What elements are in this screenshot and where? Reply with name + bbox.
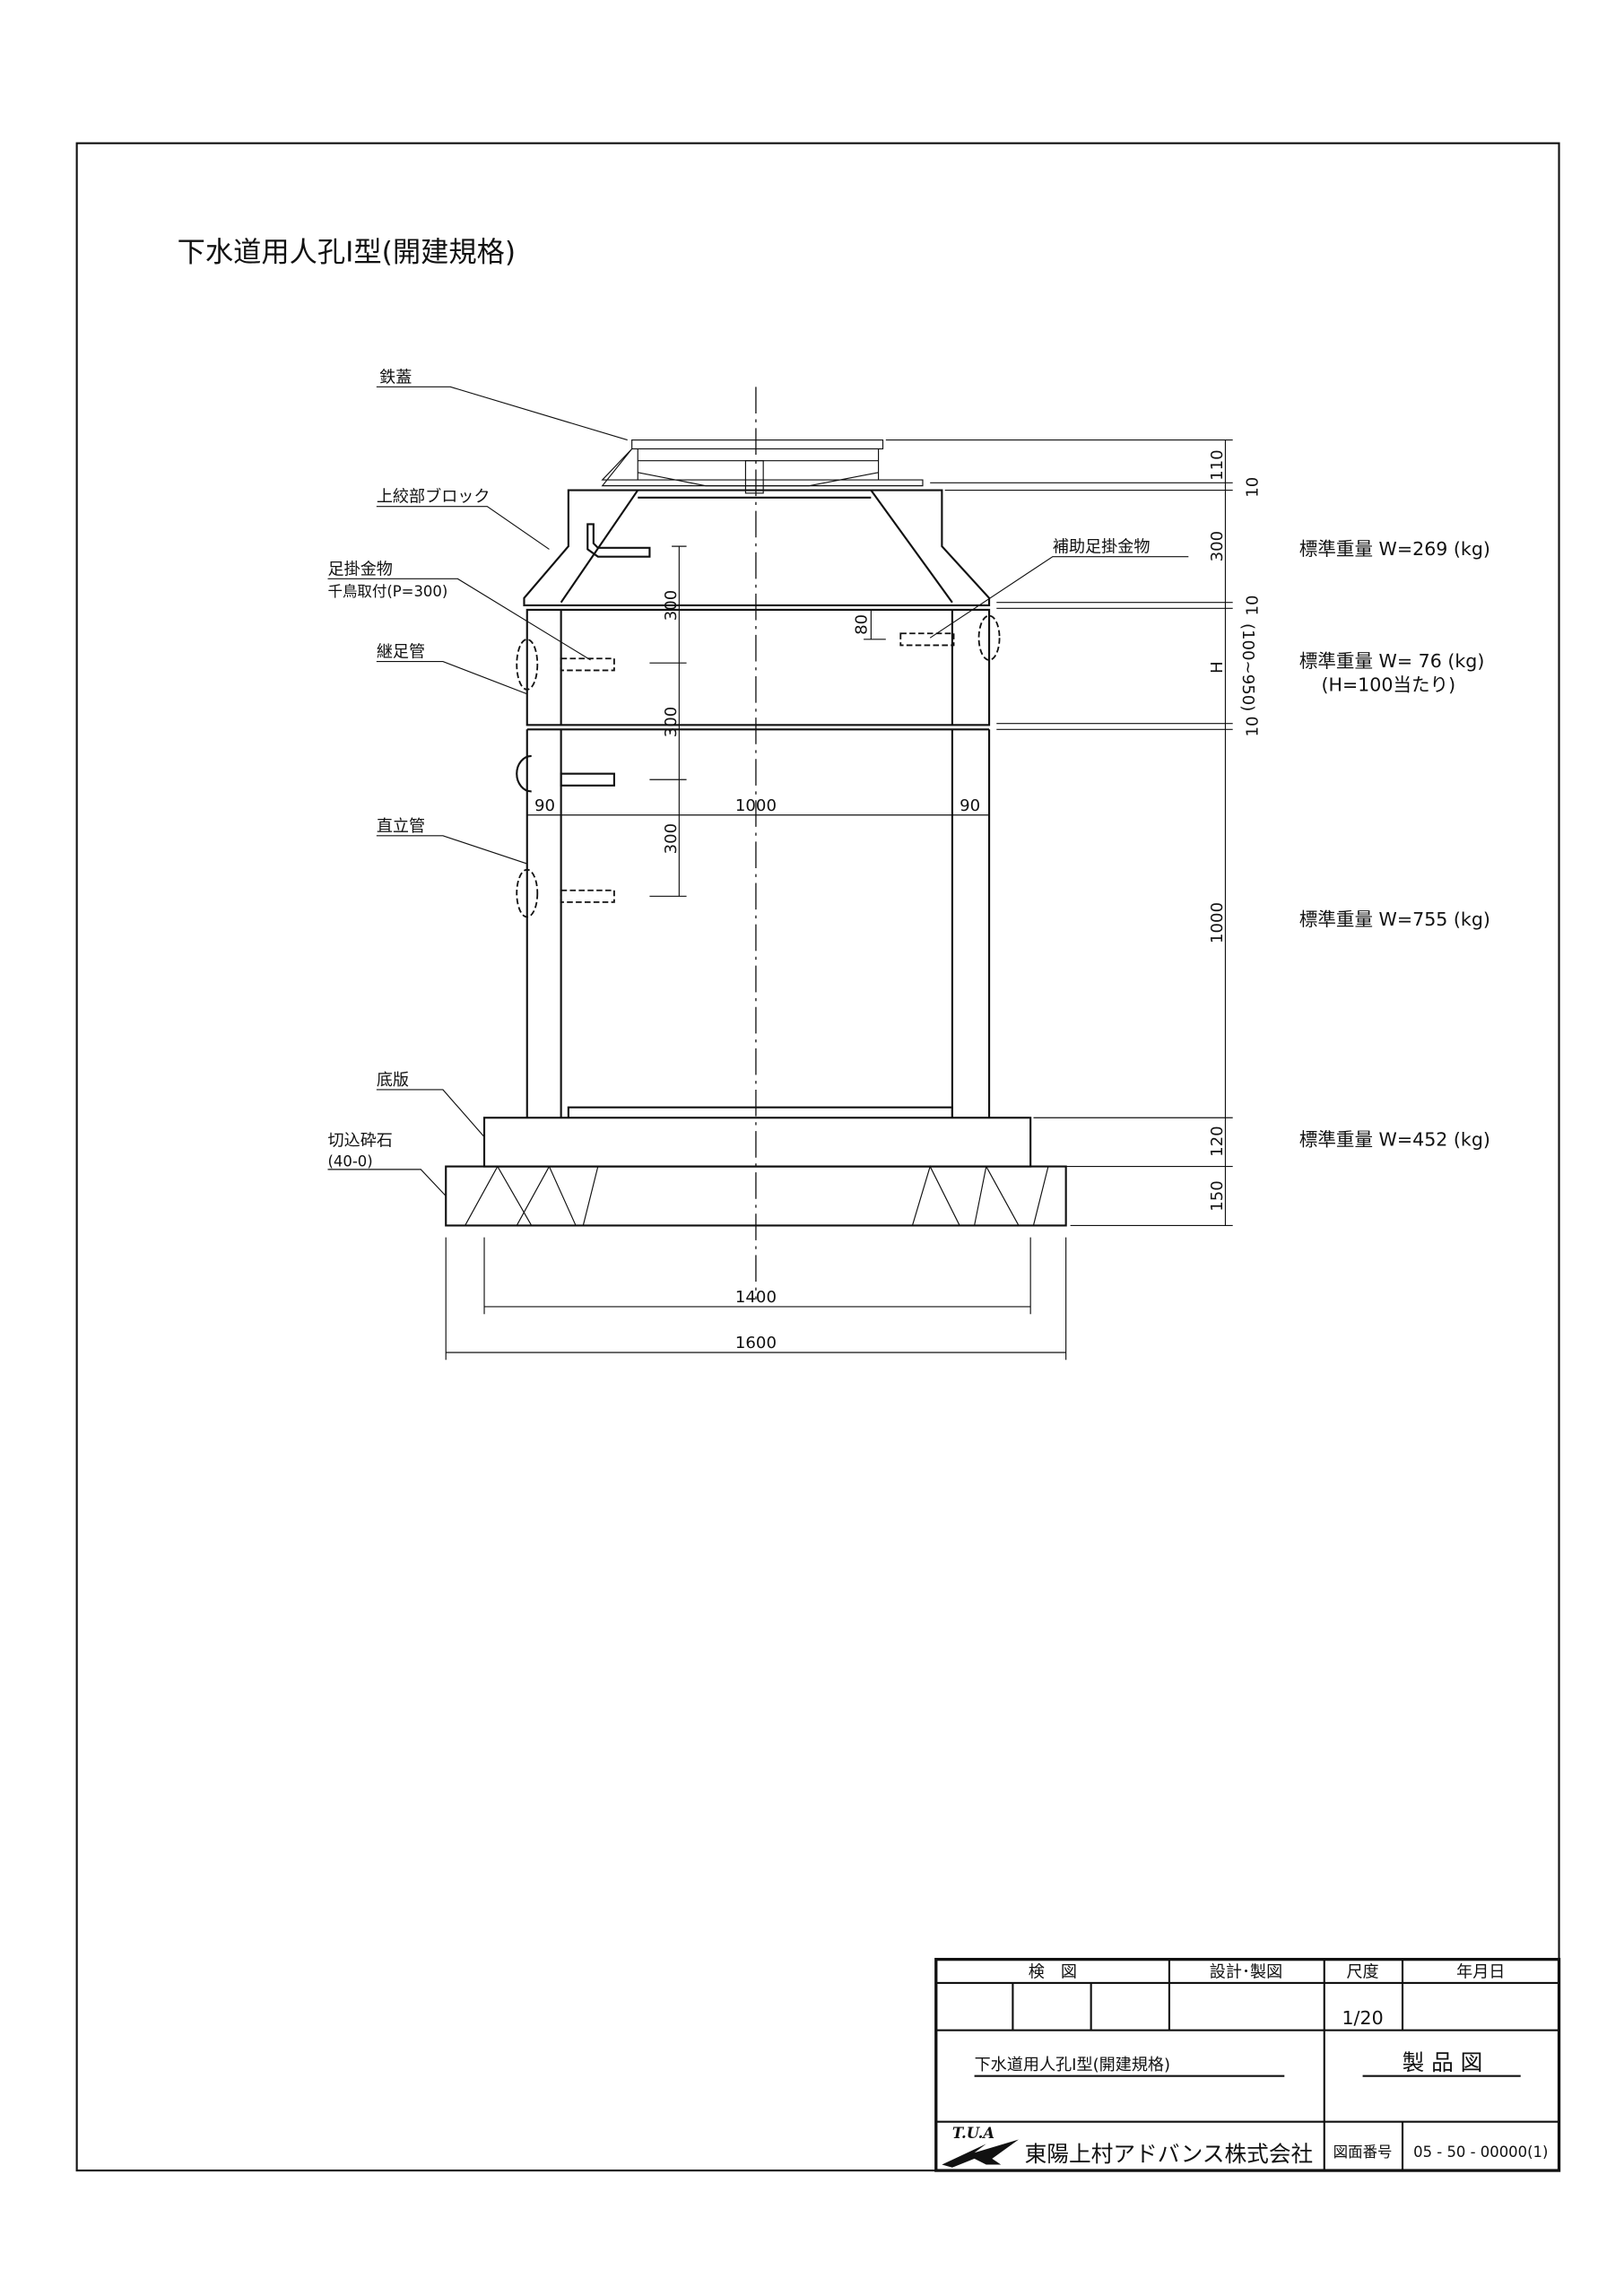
dim-120: 120 [1208,1126,1227,1157]
step-rung-icon [586,523,651,558]
dim-10-a: 10 [1244,477,1263,498]
label-base: 底版 [377,1071,409,1090]
dim-wall-90-right: 90 [960,796,980,815]
label-cover: 鉄蓋 [379,368,412,387]
date-header: 年月日 [1456,1962,1505,1981]
title-block: 検 図 設計･製図 尺度 年月日 1/20 下水道用人孔Ⅰ型(開建規格) 製 品… [934,1957,1561,2172]
dim-150: 150 [1208,1180,1227,1212]
check-header: 検 図 [1029,1962,1077,1981]
label-gravel: 切込砕石 [328,1132,393,1151]
weight-base: 標準重量 W=452 (kg) [1299,1129,1490,1151]
top-reducer-block [523,489,991,607]
design-header: 設計･製図 [1210,1962,1282,1981]
dim-10-c: 10 [1244,716,1263,736]
vertical-dimension-lines [526,439,1233,1227]
dim-110: 110 [1208,449,1227,481]
label-aux-step: 補助足掛金物 [1053,538,1151,557]
dim-1400: 1400 [735,1288,777,1307]
label-straight-pipe: 直立管 [377,817,425,836]
dim-step-300-b: 300 [662,707,681,738]
dim-1600: 1600 [735,1334,777,1352]
weight-top-block: 標準重量 W=269 (kg) [1299,538,1490,560]
drawing-number: 05 - 50 - 00000(1) [1413,2144,1548,2161]
weight-straight-pipe: 標準重量 W=755 (kg) [1299,909,1490,930]
logo-text: T.U.A [952,2125,994,2142]
label-step-note: 千鳥取付(P=300) [328,583,448,600]
leader-lines [327,386,1189,1196]
scale-value: 1/20 [1342,2007,1383,2029]
company-name: 東陽上村アドバンス株式会社 [1025,2141,1314,2167]
drawing-name: 下水道用人孔Ⅰ型(開建規格) [975,2056,1171,2074]
number-label: 図面番号 [1333,2144,1393,2161]
sheet-border [75,142,1560,2172]
horizontal-dimension-lines [445,1237,1067,1361]
label-step: 足掛金物 [328,560,393,578]
dim-aux-80: 80 [852,614,871,635]
dim-wall-90-left: 90 [534,796,555,815]
weight-riser-note: (H=100当たり) [1321,674,1455,695]
tua-logo-icon [942,2139,1019,2168]
label-gravel-spec: (40-0) [328,1153,373,1170]
dim-h: H [1208,661,1227,674]
dim-step-300-c: 300 [662,823,681,855]
riser-ring [516,608,1001,731]
label-riser: 継足管 [377,643,425,662]
dim-h-range: (100~950) [1238,623,1257,711]
gravel-bed [445,1165,1067,1227]
weight-riser: 標準重量 W= 76 (kg) [1299,650,1485,672]
drawing-type: 製 品 図 [1403,2049,1483,2075]
base-slab [482,1106,1032,1168]
dim-step-300-a: 300 [662,590,681,622]
label-top-block: 上絞部ブロック [377,487,491,507]
dim-300: 300 [1208,531,1227,562]
dim-inner-1000: 1000 [735,796,777,815]
dim-10-b: 10 [1244,595,1263,615]
iron-cover [601,439,924,494]
dim-1000-vertical: 1000 [1208,902,1227,944]
straight-pipe [516,729,991,1118]
scale-header: 尺度 [1346,1962,1378,1981]
drawing-title: 下水道用人孔Ⅰ型(開建規格) [178,236,517,268]
